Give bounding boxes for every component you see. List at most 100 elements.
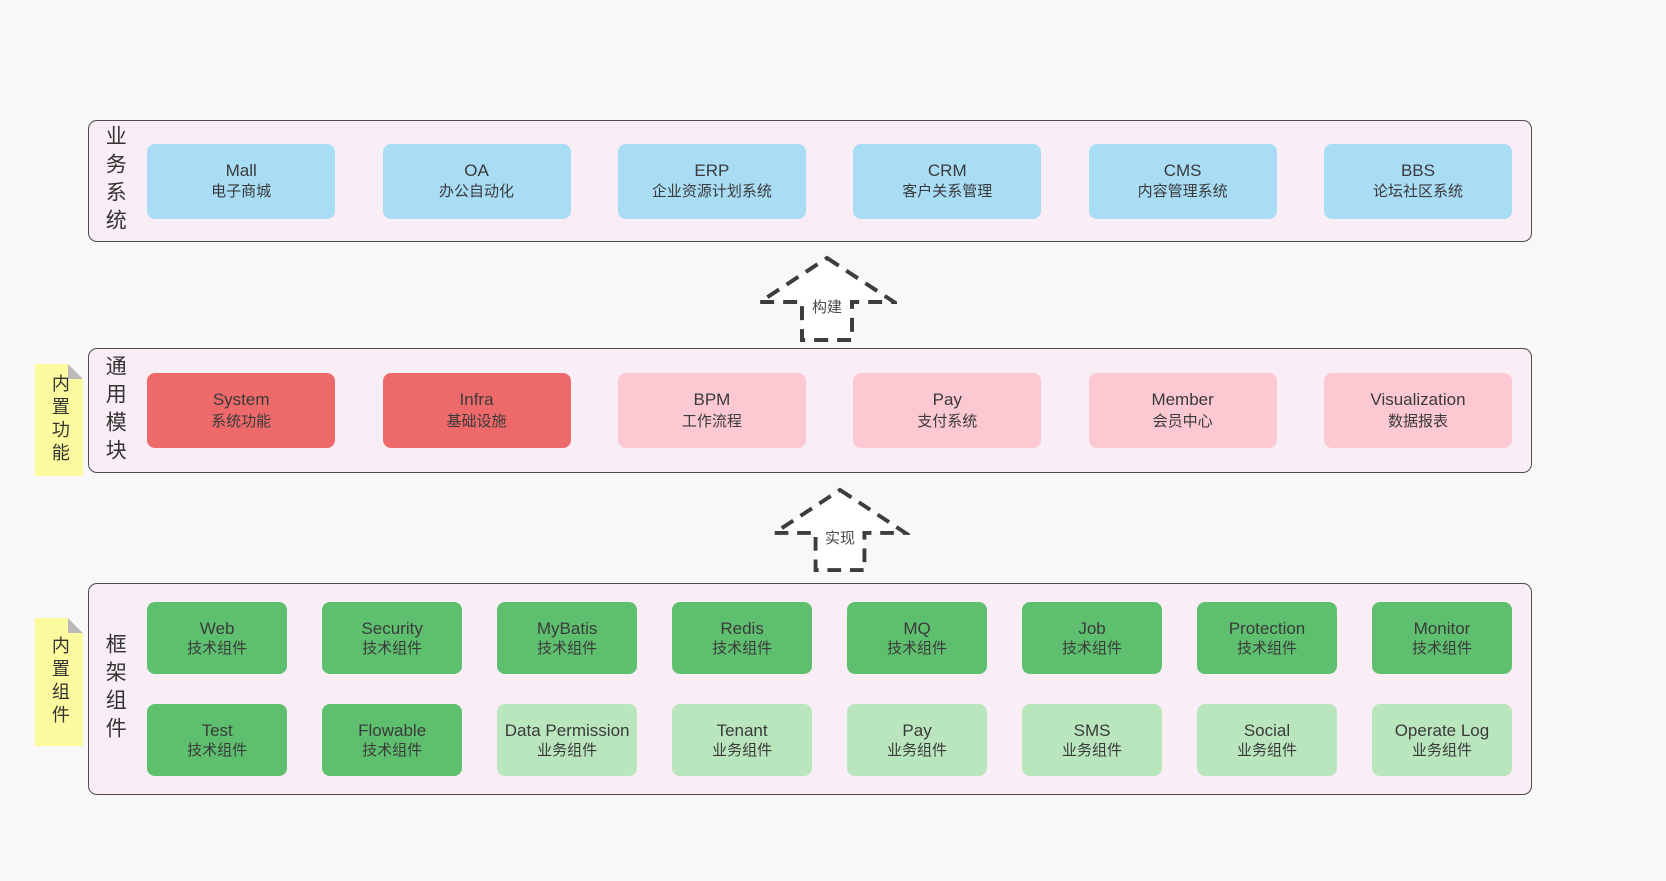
box-desc: 业务组件 — [712, 742, 773, 760]
box-name: System — [212, 390, 270, 410]
module-box-data-permission: Data Permission 业务组件 — [497, 704, 638, 776]
module-box-system: System 系统功能 — [147, 373, 336, 448]
module-box-mall: Mall 电子商城 — [147, 143, 336, 219]
sticky-note-text: 内置组件 — [49, 636, 70, 728]
box-name: CMS — [1163, 160, 1202, 180]
box-name: MQ — [903, 618, 931, 638]
box-desc: 技术组件 — [537, 640, 598, 658]
box-desc: 技术组件 — [1062, 640, 1123, 658]
box-name: Web — [199, 618, 235, 638]
band-framework-components-label: 框架组件 — [103, 633, 127, 745]
box-name: Security — [361, 618, 423, 638]
box-desc: 企业资源计划系统 — [651, 183, 772, 201]
module-box-operate-log: Operate Log 业务组件 — [1371, 704, 1512, 776]
box-name: Operate Log — [1394, 720, 1490, 740]
module-box-mybatis: MyBatis 技术组件 — [497, 602, 638, 674]
sticky-note-builtin-features: 内置功能 — [35, 364, 83, 476]
box-desc: 电子商城 — [211, 183, 272, 201]
module-box-sms: SMS 业务组件 — [1022, 704, 1163, 776]
module-box-cms: CMS 内容管理系统 — [1088, 143, 1277, 219]
box-name: OA — [464, 160, 489, 180]
sticky-note-text: 内置功能 — [49, 374, 70, 466]
box-name: Monitor — [1413, 618, 1471, 638]
box-name: Infra — [459, 390, 494, 410]
box-name: BPM — [693, 390, 731, 410]
build-arrow: 构建 — [757, 255, 897, 343]
box-desc: 办公自动化 — [439, 183, 515, 201]
box-name: Job — [1078, 618, 1106, 638]
box-name: Tenant — [716, 720, 768, 740]
module-box-protection: Protection 技术组件 — [1197, 602, 1337, 674]
module-box-pay: Pay 业务组件 — [847, 704, 988, 776]
band-business-systems-label: 业务系统 — [103, 125, 127, 237]
module-box-crm: CRM 客户关系管理 — [853, 143, 1042, 219]
module-box-visualization: Visualization 数据报表 — [1323, 373, 1512, 448]
sticky-fold-corner — [68, 618, 83, 633]
box-name: Visualization — [1370, 390, 1466, 410]
module-box-bbs: BBS 论坛社区系统 — [1323, 143, 1512, 219]
band-common-modules-label: 通用模块 — [103, 354, 127, 467]
box-desc: 支付系统 — [917, 412, 978, 430]
module-box-flowable: Flowable 技术组件 — [322, 704, 463, 776]
box-desc: 系统功能 — [211, 412, 272, 430]
box-name: Flowable — [358, 720, 427, 740]
module-box-test: Test 技术组件 — [147, 704, 288, 776]
module-box-monitor: Monitor 技术组件 — [1371, 602, 1512, 674]
module-box-bpm: BPM 工作流程 — [617, 373, 806, 448]
box-desc: 技术组件 — [1236, 640, 1297, 658]
box-name: CRM — [927, 160, 967, 180]
box-desc: 基础设施 — [446, 412, 507, 430]
implement-arrow-label: 实现 — [819, 523, 861, 551]
box-desc: 内容管理系统 — [1137, 183, 1228, 201]
box-name: ERP — [694, 160, 730, 180]
module-box-tenant: Tenant 业务组件 — [672, 704, 813, 776]
box-desc: 技术组件 — [187, 640, 248, 658]
box-desc: 论坛社区系统 — [1372, 183, 1463, 201]
box-name: Test — [201, 720, 233, 740]
box-name: Pay — [902, 720, 932, 740]
box-desc: 业务组件 — [1411, 742, 1472, 760]
module-box-erp: ERP 企业资源计划系统 — [617, 143, 806, 219]
build-arrow-label: 构建 — [806, 292, 848, 320]
box-name: Social — [1243, 720, 1291, 740]
band-business-systems: 业务系统 Mall 电子商城 OA 办公自动化 ERP 企业资源计划系统 CRM 客户关系管理… — [88, 120, 1532, 242]
sticky-fold-corner — [68, 364, 83, 379]
box-desc: 客户关系管理 — [902, 183, 993, 201]
box-desc: 技术组件 — [1411, 640, 1472, 658]
module-box-web: Web 技术组件 — [147, 602, 288, 674]
box-desc: 业务组件 — [887, 742, 948, 760]
box-desc: 业务组件 — [1236, 742, 1297, 760]
box-desc: 数据报表 — [1387, 412, 1448, 430]
box-name: Protection — [1228, 618, 1306, 638]
module-box-oa: OA 办公自动化 — [382, 143, 571, 219]
box-desc: 技术组件 — [712, 640, 773, 658]
box-name: SMS — [1073, 720, 1111, 740]
box-name: Redis — [720, 618, 764, 638]
box-desc: 工作流程 — [681, 412, 742, 430]
box-desc: 业务组件 — [537, 742, 598, 760]
box-name: Data Permission — [504, 720, 630, 740]
implement-arrow: 实现 — [770, 487, 910, 573]
box-name: BBS — [1400, 160, 1435, 180]
box-name: MyBatis — [536, 618, 598, 638]
module-box-infra: Infra 基础设施 — [382, 373, 571, 448]
business-systems-boxes: Mall 电子商城 OA 办公自动化 ERP 企业资源计划系统 CRM 客户关系管理 CMS 内容… — [127, 143, 1531, 219]
box-name: Mall — [225, 160, 257, 180]
box-desc: 技术组件 — [187, 742, 248, 760]
box-desc: 业务组件 — [1062, 742, 1123, 760]
module-box-redis: Redis 技术组件 — [672, 602, 813, 674]
box-desc: 技术组件 — [362, 742, 423, 760]
module-box-job: Job 技术组件 — [1022, 602, 1163, 674]
box-name: Member — [1151, 390, 1214, 410]
